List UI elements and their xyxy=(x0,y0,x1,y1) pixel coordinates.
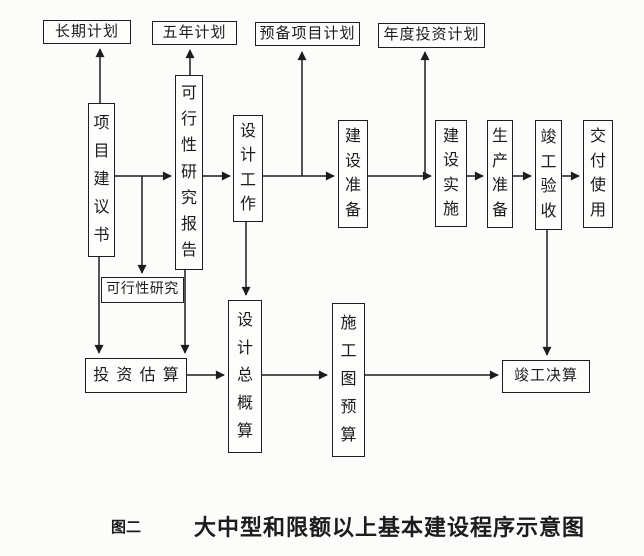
node-delivery-use: 交付使用 xyxy=(583,120,613,228)
node-production-preparation: 生产准备 xyxy=(487,120,513,228)
node-completion-acceptance: 竣工验收 xyxy=(535,120,562,230)
figure-title: 大中型和限额以上基本建设程序示意图 xyxy=(194,515,586,540)
node-long-term-plan: 长期计划 xyxy=(43,20,131,44)
node-completion-final-accounts: 竣工决算 xyxy=(502,360,590,393)
node-construction-preparation: 建设准备 xyxy=(338,120,368,228)
node-investment-estimate: 投资估算 xyxy=(85,358,187,393)
figure-label: 图二 xyxy=(111,519,142,536)
node-five-year-plan: 五年计划 xyxy=(152,21,237,45)
node-reserve-project-plan: 预备项目计划 xyxy=(255,22,360,46)
node-construction-drawing-budget: 施工图预算 xyxy=(332,303,365,457)
node-feasibility-study: 可行性研究 xyxy=(101,277,184,303)
node-annual-investment-plan: 年度投资计划 xyxy=(378,23,485,48)
node-feasibility-report: 可行性研究报告 xyxy=(175,75,203,270)
node-construction-implementation: 建设实施 xyxy=(435,120,467,227)
node-design-work: 设计工作 xyxy=(233,115,263,222)
node-design-total-budget: 设计总概算 xyxy=(228,300,262,453)
node-project-proposal: 项目建议书 xyxy=(88,103,115,257)
